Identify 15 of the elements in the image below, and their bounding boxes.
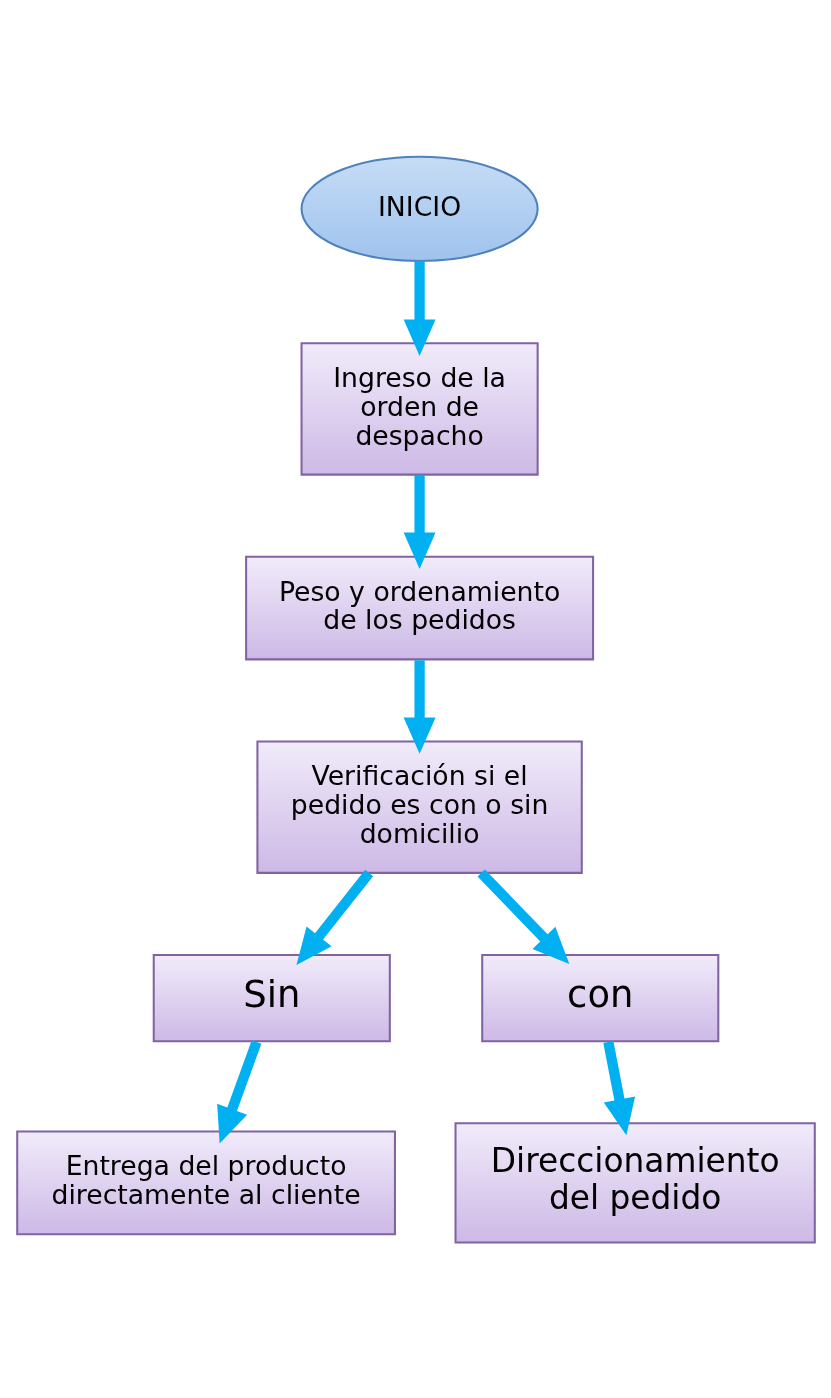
node-box: Direccionamiento del pedido [454, 1121, 816, 1243]
arrow [403, 260, 436, 356]
arrow [403, 474, 436, 569]
node-box: Sin [152, 953, 391, 1042]
node-box: con [480, 953, 719, 1042]
node-box: Ingreso de la orden de despacho [300, 341, 539, 476]
node-ellipse: INICIO [300, 155, 539, 262]
arrow [403, 659, 436, 754]
arrow [602, 1040, 635, 1135]
node-box: Verificación si el pedido es con o sin domicilio [255, 739, 583, 874]
node-box: Peso y ordenamiento de los pedidos [244, 555, 594, 660]
arrow [216, 1039, 261, 1143]
node-box: Entrega del producto directamente al cliente [15, 1130, 396, 1235]
arrow [295, 869, 373, 965]
arrow [477, 868, 569, 964]
